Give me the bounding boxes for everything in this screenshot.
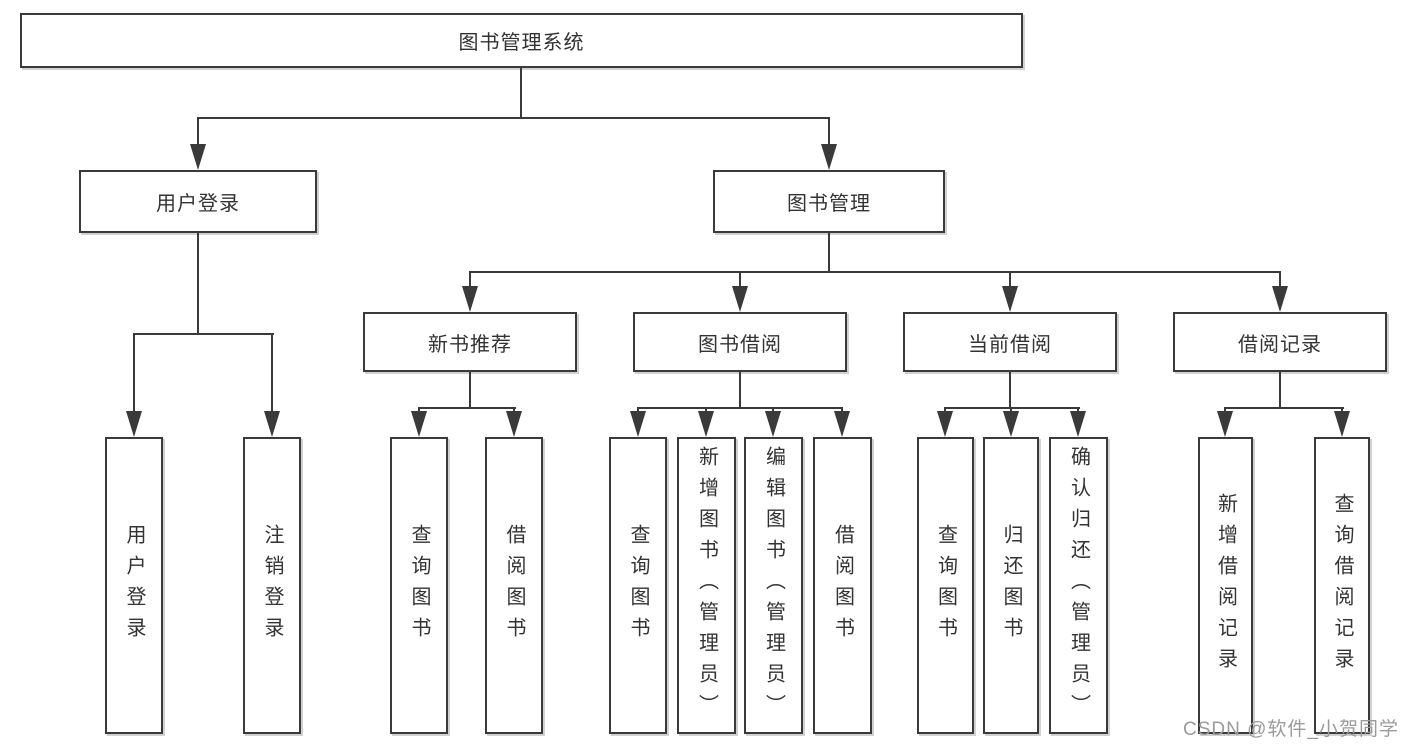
connector-line (637, 409, 639, 412)
connector-line (469, 271, 1281, 273)
connector-line (418, 407, 516, 409)
connector-line (1224, 407, 1344, 409)
connector-line (1009, 273, 1011, 286)
connector-line (828, 233, 830, 273)
leaf-records-query: 查询借阅记录 (1314, 437, 1370, 734)
leaf-records-add: 新增借阅记录 (1198, 437, 1253, 734)
arrow-down-icon (1272, 286, 1288, 312)
csdn-watermark: CSDN @软件_小贺同学 (1183, 719, 1399, 740)
leaf-borrow-edit: 编辑图书（管理员） (744, 437, 803, 734)
arrow-down-icon (732, 286, 748, 312)
leaf-borrow-add: 新增图书（管理员） (677, 437, 736, 734)
node-new-book-label: 新书推荐 (428, 333, 512, 356)
connector-line (197, 119, 199, 144)
leaf-current-confirm-label: 确认归还（管理员） (1067, 446, 1090, 725)
arrow-down-icon (1070, 411, 1086, 437)
arrow-down-icon (630, 411, 646, 437)
connector-line (739, 372, 741, 409)
node-user-login: 用户登录 (79, 170, 317, 233)
node-borrow-label: 图书借阅 (698, 333, 782, 356)
connector-line (469, 372, 471, 409)
node-current-label: 当前借阅 (968, 333, 1052, 356)
leaf-borrow-query-label: 查询图书 (627, 523, 649, 648)
leaf-current-query-label: 查询图书 (934, 523, 957, 648)
arrow-down-icon (937, 411, 953, 437)
node-new-book: 新书推荐 (363, 312, 577, 372)
connector-line (133, 333, 274, 335)
arrow-down-icon (462, 286, 478, 312)
arrow-down-icon (1002, 286, 1018, 312)
leaf-borrow-borrow-label: 借阅图书 (831, 523, 854, 648)
arrow-down-icon (698, 411, 714, 437)
leaf-user-login-label: 用户登录 (123, 523, 145, 648)
connector-line (197, 117, 830, 119)
leaf-current-query: 查询图书 (917, 437, 974, 734)
node-user-login-label: 用户登录 (156, 193, 240, 215)
node-root: 图书管理系统 (20, 13, 1023, 68)
leaf-newbook-borrow-label: 借阅图书 (503, 523, 525, 648)
leaf-newbook-query: 查询图书 (390, 437, 448, 734)
arrow-down-icon (411, 411, 427, 437)
connector-line (828, 119, 830, 144)
node-book-mgmt: 图书管理 (713, 170, 945, 233)
connector-line (1077, 409, 1079, 412)
arrow-down-icon (264, 411, 280, 437)
connector-line (271, 335, 273, 411)
connector-line (1279, 372, 1281, 409)
node-records: 借阅记录 (1173, 312, 1387, 372)
connector-line (944, 407, 1080, 409)
node-borrow: 图书借阅 (633, 312, 847, 372)
leaf-user-logout: 注销登录 (243, 437, 301, 734)
leaf-current-return-label: 归还图书 (1000, 523, 1022, 648)
node-records-label: 借阅记录 (1238, 333, 1322, 356)
arrow-down-icon (834, 411, 850, 437)
connector-line (513, 409, 515, 412)
arrow-down-icon (190, 144, 206, 170)
connector-line (1009, 372, 1011, 409)
connector-line (841, 409, 843, 412)
connector-line (772, 409, 774, 412)
leaf-newbook-query-label: 查询图书 (408, 523, 430, 648)
connector-line (197, 233, 199, 335)
arrow-down-icon (821, 144, 837, 170)
node-current: 当前借阅 (903, 312, 1117, 372)
connector-line (418, 409, 420, 412)
arrow-down-icon (506, 411, 522, 437)
leaf-user-login: 用户登录 (105, 437, 163, 734)
connector-line (469, 273, 471, 286)
connector-line (944, 409, 946, 412)
arrow-down-icon (765, 411, 781, 437)
arrow-down-icon (1334, 411, 1350, 437)
leaf-borrow-edit-label: 编辑图书（管理员） (762, 446, 785, 725)
node-root-label: 图书管理系统 (458, 32, 585, 54)
leaf-current-return: 归还图书 (983, 437, 1039, 734)
connector-line (1279, 273, 1281, 286)
arrow-down-icon (126, 411, 142, 437)
connector-line (739, 273, 741, 286)
leaf-newbook-borrow: 借阅图书 (485, 437, 543, 734)
connector-line (637, 407, 843, 409)
leaf-records-add-label: 新增借阅记录 (1214, 492, 1237, 679)
connector-line (520, 68, 522, 119)
arrow-down-icon (1217, 411, 1233, 437)
leaf-user-logout-label: 注销登录 (261, 523, 283, 648)
arrow-down-icon (1003, 411, 1019, 437)
connector-line (1010, 409, 1012, 412)
leaf-borrow-add-label: 新增图书（管理员） (695, 446, 718, 725)
leaf-borrow-borrow: 借阅图书 (813, 437, 872, 734)
connector-line (1341, 409, 1343, 412)
connector-line (133, 335, 135, 411)
leaf-borrow-query: 查询图书 (609, 437, 667, 734)
leaf-records-query-label: 查询借阅记录 (1331, 492, 1353, 679)
leaf-current-confirm: 确认归还（管理员） (1049, 437, 1108, 734)
node-book-mgmt-label: 图书管理 (787, 193, 871, 215)
connector-line (705, 409, 707, 412)
connector-line (1224, 409, 1226, 412)
